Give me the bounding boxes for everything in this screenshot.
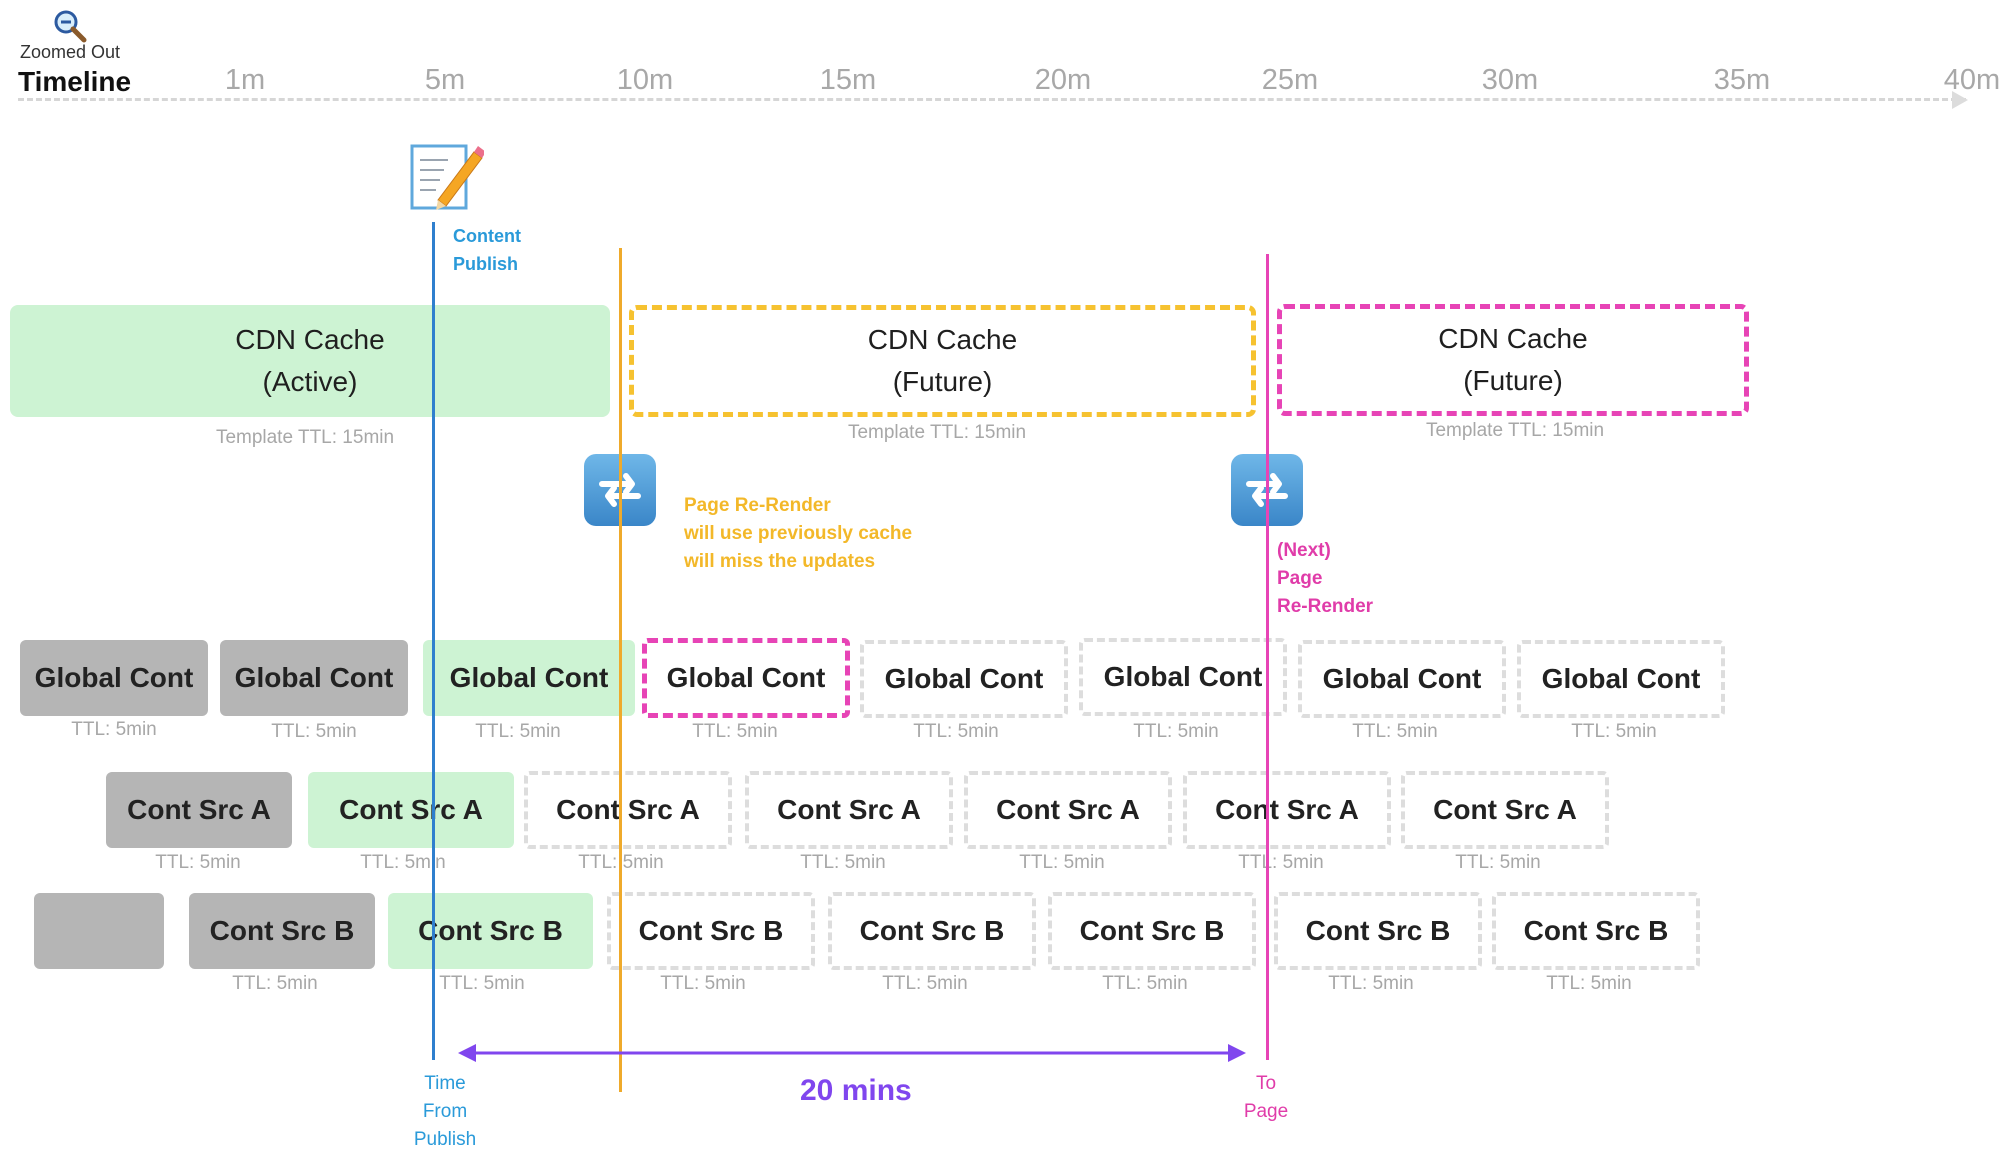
- cont-src-a-ttl: TTL: 5min: [360, 852, 446, 873]
- cont-src-a-ttl: TTL: 5min: [1238, 852, 1324, 873]
- cdn-future-2-ttl: Template TTL: 15min: [1425, 420, 1605, 441]
- global-cont-ttl: TTL: 5min: [71, 719, 157, 740]
- tick-15m: 15m: [819, 64, 877, 96]
- global-cont-block: Global Cont: [642, 638, 850, 718]
- zoom-out-icon: [52, 8, 88, 44]
- global-cont-block: Global Cont: [1079, 638, 1287, 716]
- cont-src-b-ttl: TTL: 5min: [232, 973, 318, 994]
- cdn-cache-future-2: CDN Cache (Future): [1277, 304, 1749, 416]
- tick-20m: 20m: [1034, 64, 1092, 96]
- tick-35m: 35m: [1713, 64, 1771, 96]
- global-cont-ttl: TTL: 5min: [475, 721, 561, 742]
- cont-src-a-block: Cont Src A: [308, 772, 514, 848]
- global-cont-block: Global Cont: [220, 640, 408, 716]
- next-rerender-note: (Next) Page Re-Render: [1277, 540, 1374, 617]
- cont-src-b-block-empty: [34, 893, 164, 969]
- tick-10m: 10m: [616, 64, 674, 96]
- cont-src-a-block: Cont Src A: [1401, 771, 1609, 849]
- cont-src-b-block: Cont Src B: [1048, 892, 1256, 970]
- cont-src-b-block: Cont Src B: [189, 893, 375, 969]
- cont-src-a-ttl: TTL: 5min: [155, 852, 241, 873]
- global-cont-ttl: TTL: 5min: [1133, 721, 1219, 742]
- rerender-note: Page Re-Render will use previously cache…: [684, 495, 913, 572]
- cont-src-a-block: Cont Src A: [1183, 771, 1391, 849]
- cont-src-a-block: Cont Src A: [524, 771, 732, 849]
- global-cont-block: Global Cont: [20, 640, 208, 716]
- tick-5m: 5m: [424, 64, 466, 96]
- global-cont-block: Global Cont: [1298, 640, 1506, 718]
- global-cont-ttl: TTL: 5min: [913, 721, 999, 742]
- global-cont-block: Global Cont: [1517, 640, 1725, 718]
- timeline-axis: [18, 98, 1966, 101]
- cont-src-b-ttl: TTL: 5min: [882, 973, 968, 994]
- tick-40m: 40m: [1943, 64, 2000, 96]
- global-cont-ttl: TTL: 5min: [692, 721, 778, 742]
- content-publish-label: Content Publish: [453, 226, 521, 274]
- cont-src-a-block: Cont Src A: [745, 771, 953, 849]
- to-page-label: To Page: [1243, 1073, 1289, 1122]
- cont-src-a-ttl: TTL: 5min: [800, 852, 886, 873]
- cdn-cache-active: CDN Cache (Active): [10, 305, 610, 417]
- cont-src-b-block: Cont Src B: [607, 892, 815, 970]
- global-cont-ttl: TTL: 5min: [271, 721, 357, 742]
- cont-src-a-block: Cont Src A: [106, 772, 292, 848]
- timeline-arrowhead: [1952, 91, 1968, 109]
- cont-src-b-ttl: TTL: 5min: [1546, 973, 1632, 994]
- cont-src-a-block: Cont Src A: [964, 771, 1172, 849]
- cont-src-b-ttl: TTL: 5min: [1102, 973, 1188, 994]
- cdn-cache-future-1: CDN Cache (Future): [629, 305, 1256, 417]
- tick-1m: 1m: [224, 64, 266, 96]
- tick-30m: 30m: [1481, 64, 1539, 96]
- duration-arrow: [456, 1041, 1248, 1065]
- cdn-future-1-ttl: Template TTL: 15min: [847, 422, 1027, 443]
- publish-line: [432, 222, 435, 1060]
- zoom-label: Zoomed Out: [20, 42, 121, 62]
- time-from-publish-label: Time From Publish: [413, 1073, 477, 1150]
- memo-pencil-icon: [408, 138, 486, 214]
- global-cont-block: Global Cont: [423, 640, 635, 716]
- next-rerender-line: [1266, 254, 1269, 1060]
- cont-src-b-ttl: TTL: 5min: [1328, 973, 1414, 994]
- global-cont-block: Global Cont: [860, 640, 1068, 718]
- cont-src-a-ttl: TTL: 5min: [1019, 852, 1105, 873]
- global-cont-ttl: TTL: 5min: [1571, 721, 1657, 742]
- cont-src-b-block: Cont Src B: [1492, 892, 1700, 970]
- duration-label: 20 mins: [800, 1074, 912, 1107]
- cont-src-b-block: Cont Src B: [1274, 892, 1482, 970]
- cont-src-b-block: Cont Src B: [828, 892, 1036, 970]
- cont-src-b-ttl: TTL: 5min: [660, 973, 746, 994]
- tick-25m: 25m: [1261, 64, 1319, 96]
- cont-src-a-ttl: TTL: 5min: [1455, 852, 1541, 873]
- timeline-title: Timeline: [18, 66, 132, 97]
- rerender-line: [619, 248, 622, 1092]
- cdn-active-ttl: Template TTL: 15min: [215, 427, 395, 448]
- cont-src-b-block: Cont Src B: [388, 893, 593, 969]
- global-cont-ttl: TTL: 5min: [1352, 721, 1438, 742]
- cont-src-b-ttl: TTL: 5min: [439, 973, 525, 994]
